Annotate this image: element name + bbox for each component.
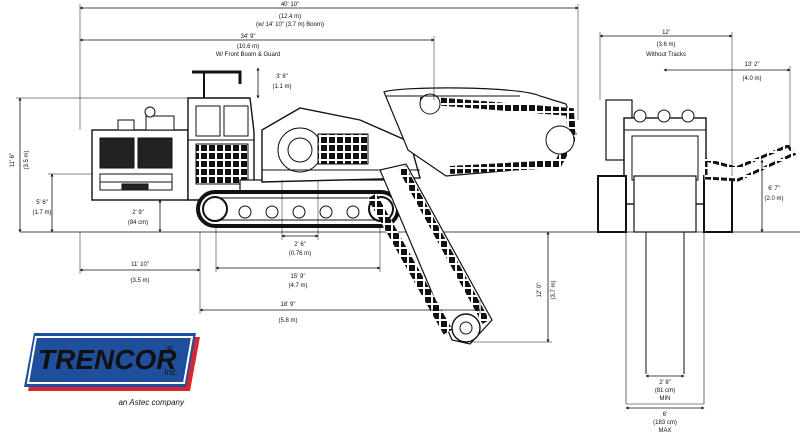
lowered-digging-boom: [367, 163, 493, 345]
engine-housing: [91, 106, 189, 201]
max-width-label: 6': [663, 412, 667, 418]
track-length-metric: (4.7 m): [288, 283, 307, 289]
overall-length-note: (w/ 14' 10" (3.7 m) Boom): [256, 22, 324, 28]
side-view: [16, 4, 800, 345]
boom-reach-metric: (5.8 m): [278, 318, 297, 324]
min-width-label: 2' 8": [659, 380, 671, 386]
conveyor-height-metric: (2.0 m): [764, 196, 783, 202]
max-width-metric: (183 cm): [653, 420, 677, 426]
side-view-labels: 40' 10" (12.4 m) (w/ 14' 10" (3.7 m) Boo…: [10, 2, 557, 324]
front-to-track-label: 11' 10": [131, 262, 149, 268]
logo-registered-mark: ®: [166, 345, 174, 356]
rear-digging-boom: [633, 175, 697, 233]
cab-clearance-metric: (1.1 m): [272, 84, 291, 90]
min-width-note: MIN: [660, 396, 671, 402]
overall-height-metric: (3.5 m): [24, 150, 30, 169]
conveyor-width-metric: (4.0 m): [742, 76, 761, 82]
track-height-metric: (84 cm): [128, 220, 148, 226]
overall-width-label: 12': [662, 30, 670, 36]
trencor-logo: TRENCOR ® Inc. an Astec company: [14, 333, 214, 413]
rear-left-track: [597, 175, 627, 233]
machine-length-note: W/ Front Boom & Guard: [216, 52, 280, 58]
max-depth-metric: (3.7 m): [551, 280, 557, 299]
conveyor-width-label: 13' 2": [745, 62, 760, 68]
track-length-label: 15' 9": [291, 274, 306, 280]
rear-view: [597, 32, 797, 410]
logo-inc-text: Inc.: [164, 367, 179, 377]
logo-tagline: an Astec company: [118, 398, 185, 407]
overall-height-label: 11' 6": [10, 153, 16, 168]
spoil-conveyor: [704, 144, 797, 182]
operator-cab: [187, 70, 255, 201]
overall-length-label: 40' 10": [281, 2, 299, 8]
front-to-track-metric: (3.5 m): [130, 278, 149, 284]
raised-digging-boom: [383, 87, 577, 177]
ground-clearance-label: 5' 6": [36, 200, 48, 206]
track-pad-metric: (0.76 m): [289, 251, 311, 257]
track-height-label: 2' 9": [132, 210, 144, 216]
crawler-track: [196, 190, 400, 228]
cab-clearance-label: 3' 8": [276, 74, 288, 80]
max-width-note: MAX: [658, 428, 671, 434]
boom-reach-label: 18' 9": [281, 302, 296, 308]
track-pad-label: 2' 6": [294, 242, 306, 248]
max-depth-label: 12' 0": [537, 283, 543, 298]
overall-width-metric: (3.6 m): [656, 42, 675, 48]
machine-length-label: 34' 9": [241, 34, 256, 40]
logo-blue-panel: [24, 333, 196, 387]
machine-length-metric: (10.6 m): [237, 44, 259, 50]
drive-housing: [261, 107, 421, 183]
conveyor-height-label: 6' 7": [768, 186, 780, 192]
rear-view-labels: 12' (3.6 m) Without Tracks 13' 2" (4.0 m…: [646, 30, 783, 434]
overall-length-metric: (12.4 m): [279, 14, 301, 20]
ground-clearance-metric: (1.7 m): [32, 210, 51, 216]
min-width-metric: (81 cm): [655, 388, 675, 394]
rear-right-track: [703, 175, 733, 233]
logo-brand-text: TRENCOR: [38, 344, 177, 375]
overall-width-note: Without Tracks: [646, 52, 686, 58]
